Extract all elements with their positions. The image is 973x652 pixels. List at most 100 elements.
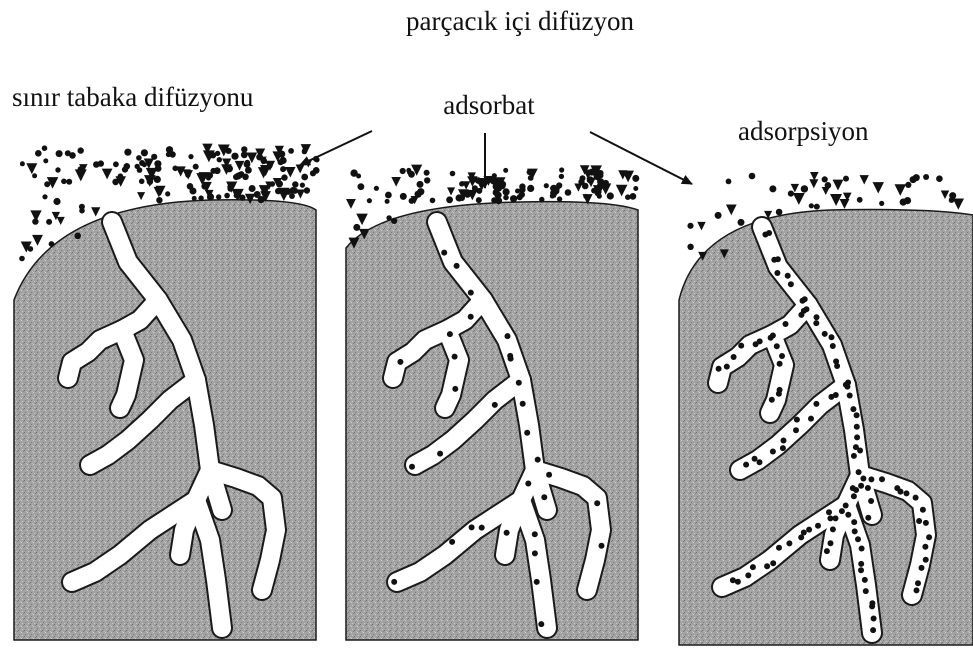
- adsorbed-molecule: [785, 273, 791, 279]
- adsorbate-molecule: [528, 175, 534, 181]
- adsorbate-molecule: [495, 192, 502, 199]
- adsorbed-molecule: [447, 331, 453, 337]
- adsorbed-molecule: [788, 281, 794, 287]
- adsorbed-molecule: [839, 508, 845, 514]
- adsorbate-molecule: [57, 217, 65, 225]
- adsorbate-molecule: [873, 182, 884, 193]
- adsorbed-molecule: [437, 451, 443, 457]
- adsorbed-molecule: [868, 476, 874, 482]
- adsorbate-molecule: [78, 166, 84, 172]
- adsorbate-molecule: [154, 187, 165, 198]
- arrow-to-adsorption: [590, 132, 692, 184]
- adsorbate-molecule: [556, 182, 562, 188]
- adsorbed-molecule: [750, 564, 756, 570]
- adsorbed-molecule: [441, 250, 447, 256]
- adsorbed-molecule: [865, 485, 871, 491]
- adsorbed-molecule: [449, 539, 455, 545]
- adsorbate-molecule: [346, 199, 356, 209]
- adsorbed-molecule: [856, 469, 862, 475]
- adsorbate-molecule: [19, 256, 25, 262]
- adsorbate-molecule: [313, 156, 319, 162]
- adsorbed-molecule: [546, 472, 552, 478]
- adsorbate-molecule: [424, 177, 430, 183]
- adsorbate-molecule: [61, 179, 67, 185]
- adsorbate-molecule: [26, 163, 37, 174]
- adsorbed-molecule: [753, 341, 759, 347]
- adsorbate-molecule: [42, 145, 48, 151]
- adsorbate-molecule: [715, 212, 722, 219]
- adsorbate-molecule: [408, 171, 415, 178]
- adsorbate-molecule: [224, 193, 230, 199]
- adsorbed-molecule: [752, 456, 758, 462]
- adsorbate-molecule: [539, 197, 544, 202]
- adsorbate-molecule: [857, 197, 863, 203]
- adsorbed-molecule: [505, 333, 511, 339]
- adsorbate-molecule: [30, 210, 41, 221]
- adsorbate-molecule: [288, 148, 294, 154]
- adsorbed-molecule: [468, 314, 474, 320]
- adsorbate-molecule: [596, 189, 602, 195]
- adsorbed-molecule: [771, 257, 777, 263]
- adsorbate-molecule: [296, 190, 305, 199]
- adsorbed-molecule: [409, 464, 415, 470]
- adsorbed-molecule: [768, 335, 774, 341]
- adsorbate-molecule: [417, 181, 424, 188]
- adsorbed-molecule: [793, 427, 799, 433]
- adsorbate-molecule: [137, 192, 145, 200]
- adsorbate-molecule: [206, 176, 211, 181]
- adsorbed-molecule: [854, 434, 860, 440]
- adsorbate-molecule: [582, 183, 589, 190]
- adsorbate-molecule: [188, 154, 193, 159]
- adsorbate-molecule: [217, 157, 222, 162]
- adsorbate-molecule: [400, 168, 406, 174]
- adsorbed-molecule: [479, 525, 485, 531]
- adsorbed-molecule: [507, 353, 513, 359]
- adsorbate-molecule: [632, 175, 639, 182]
- adsorbate-molecule: [603, 180, 609, 186]
- adsorbate-molecule: [258, 167, 269, 178]
- adsorbed-molecule: [774, 270, 780, 276]
- adsorbate-molecule: [527, 169, 533, 175]
- adsorbate-molecule: [565, 189, 572, 196]
- adsorbed-molecule: [855, 536, 861, 542]
- adsorbed-molecule: [770, 449, 776, 455]
- adsorbate-molecule: [860, 175, 869, 184]
- adsorbate-molecule: [142, 162, 147, 167]
- adsorbate-molecule: [424, 170, 430, 176]
- adsorbate-molecule: [256, 154, 263, 161]
- adsorbed-molecule: [769, 397, 775, 403]
- adsorbate-molecule: [597, 183, 602, 188]
- adsorbate-molecule: [793, 193, 805, 205]
- adsorbate-molecule: [470, 176, 477, 183]
- particle-panel-intraparticle: [346, 165, 639, 640]
- adsorbed-molecule: [594, 500, 600, 506]
- adsorbed-molecule: [865, 515, 871, 521]
- adsorbate-molecule: [190, 188, 197, 195]
- label-adsorption: adsorpsiyon: [738, 116, 869, 146]
- adsorbed-molecule: [757, 459, 763, 465]
- adsorbate-molecule: [241, 151, 248, 158]
- adsorbate-molecule: [833, 180, 844, 191]
- adsorbate-molecule: [141, 149, 148, 156]
- adsorbed-molecule: [762, 232, 768, 238]
- adsorbed-molecule: [743, 462, 749, 468]
- adsorbate-molecule: [941, 191, 950, 200]
- adsorbate-molecule: [356, 214, 368, 226]
- adsorbate-molecule: [367, 198, 372, 203]
- adsorbate-molecule: [144, 175, 156, 187]
- adsorbate-molecule: [275, 188, 281, 194]
- adsorbate-molecule: [801, 185, 808, 192]
- adsorbate-molecule: [65, 150, 71, 156]
- adsorbate-molecule: [172, 166, 178, 172]
- adsorbed-molecule: [492, 402, 498, 408]
- adsorbed-molecule: [923, 557, 929, 563]
- adsorbate-molecule: [35, 150, 42, 157]
- adsorbate-molecule: [358, 183, 365, 190]
- adsorbate-molecule: [201, 183, 208, 190]
- adsorbed-molecule: [814, 314, 820, 320]
- adsorbate-molecule: [151, 154, 157, 160]
- adsorbed-molecule: [776, 545, 782, 551]
- adsorbed-molecule: [781, 438, 787, 444]
- adsorbate-molecule: [913, 174, 920, 181]
- adsorbed-molecule: [532, 531, 538, 537]
